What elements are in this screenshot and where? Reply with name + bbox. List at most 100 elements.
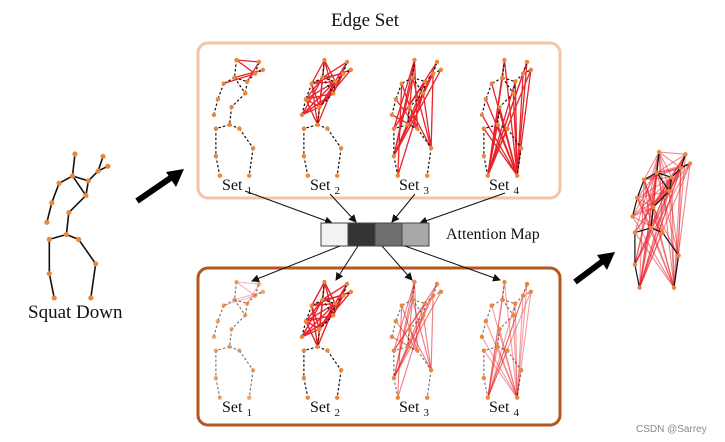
edge-line (652, 206, 680, 256)
bone-line (662, 232, 680, 256)
bone-line (233, 281, 238, 300)
joint-dot (213, 348, 219, 353)
watermark: CSDN @Sarrey (636, 424, 707, 435)
bone-line (499, 314, 514, 330)
joint-dot (227, 344, 232, 349)
joint-dot (340, 293, 346, 298)
joint-dot (405, 344, 410, 349)
attention-map-label: Attention Map (446, 226, 540, 243)
edge-line (323, 59, 336, 82)
edge-line (487, 69, 532, 176)
bottom-set-label-4: Set 4 (489, 399, 519, 420)
joint-dot (247, 395, 252, 400)
edge-line (393, 61, 438, 129)
joint-dot (483, 319, 489, 324)
joint-dot (407, 104, 412, 110)
bone-line (321, 59, 326, 78)
bone-line (72, 175, 89, 182)
joint-dot (213, 153, 219, 159)
bone-line (656, 172, 670, 192)
joint-dot (215, 97, 221, 102)
edge-line (483, 350, 518, 398)
joint-dot (667, 188, 672, 194)
input-skeleton (44, 151, 111, 301)
top-set-label-2: Set 2 (310, 177, 340, 198)
joint-dot (215, 319, 221, 324)
joint-dot (395, 173, 400, 178)
bone-line (326, 128, 342, 149)
joint-dot (518, 368, 524, 373)
top-set-label-4: Set 4 (489, 177, 519, 198)
edge-line (498, 106, 518, 176)
joint-dot (669, 175, 674, 180)
joint-dot (399, 81, 404, 86)
joint-dot (338, 146, 344, 151)
output-skeleton-figure (630, 149, 693, 290)
bone-line (215, 124, 230, 130)
joint-dot (322, 57, 327, 63)
bone-line (51, 182, 60, 204)
joint-dot (333, 79, 338, 84)
bone-line (321, 281, 326, 300)
edge-line (393, 77, 414, 157)
edge-line (487, 81, 516, 176)
joint-dot (256, 281, 262, 287)
joint-dot (635, 195, 640, 201)
bone-line (46, 202, 53, 223)
joint-dot (502, 279, 507, 285)
edge-line (638, 179, 645, 288)
edge-line (397, 305, 403, 398)
joint-dot (410, 75, 415, 80)
joint-dot (301, 348, 307, 353)
joint-dot (654, 170, 659, 175)
edge-line (323, 281, 334, 316)
edge-line (481, 336, 518, 398)
joint-dot (391, 348, 397, 353)
joint-dot (217, 173, 222, 178)
bone-line (483, 346, 498, 352)
edge-line (305, 320, 319, 347)
edge-line (305, 98, 320, 108)
bone-line (303, 346, 318, 352)
joint-dot (479, 112, 485, 118)
joint-dot (340, 71, 346, 76)
edge-line (638, 154, 687, 288)
joint-dot (399, 303, 404, 308)
joint-dot (76, 236, 82, 242)
joint-dot (428, 146, 434, 151)
joint-dot (678, 165, 684, 171)
joint-dot (434, 281, 440, 287)
edge-line (485, 320, 518, 398)
attention-map (320, 222, 430, 247)
joint-dot (303, 319, 309, 324)
joint-dot (331, 91, 336, 96)
top-skeleton-2 (299, 57, 354, 178)
bone-line (305, 305, 313, 322)
bone-line (238, 350, 254, 371)
edge-line (397, 83, 403, 176)
bone-line (393, 346, 408, 352)
bone-line (303, 377, 309, 398)
edge-line (234, 291, 264, 301)
joint-dot (513, 79, 518, 84)
joint-dot (391, 375, 397, 381)
joint-dot (495, 122, 500, 127)
joint-dot (252, 71, 258, 76)
thick-arrow-to-edge-set (135, 174, 174, 204)
edge-line (658, 151, 682, 169)
joint-dot (515, 395, 520, 400)
bone-line (502, 299, 516, 305)
joint-dot (511, 313, 516, 318)
edge-line (512, 315, 518, 398)
bone-line (303, 124, 318, 130)
joint-dot (391, 153, 397, 159)
bone-line (497, 106, 501, 125)
bone-line (416, 350, 432, 371)
edge-line (236, 281, 256, 297)
joint-dot (520, 71, 526, 76)
joint-dot (49, 200, 55, 206)
bone-line (248, 148, 254, 176)
edge-line (234, 69, 264, 79)
edge-line (487, 328, 501, 398)
joint-dot (331, 313, 336, 318)
